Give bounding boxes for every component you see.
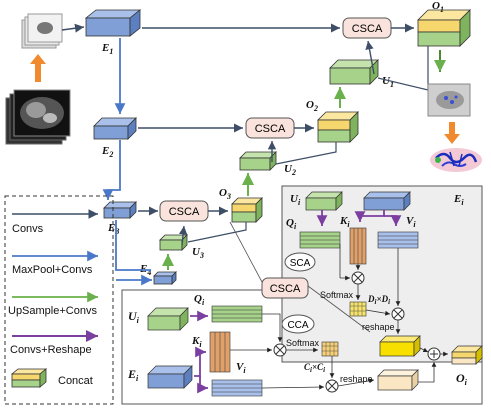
cca-multiply-1 [273, 343, 287, 357]
svg-text:CSCA: CSCA [255, 123, 286, 135]
sca-panel [281, 185, 483, 363]
svg-text:CSCA: CSCA [352, 23, 383, 35]
legend-concat-label: Concat [58, 375, 93, 387]
csca-box-2: CSCA [245, 117, 295, 139]
zoom-line [229, 221, 263, 283]
cca-k-matrix [209, 331, 231, 373]
label-e2: E2 [101, 145, 113, 159]
sca-q-matrix [299, 231, 341, 249]
sca-u-block [305, 191, 343, 211]
legend-reshape-label: Convs+Reshape [10, 344, 92, 356]
cca-label-u: Ui [128, 309, 140, 325]
sca-ellipse-label: SCA [284, 252, 316, 272]
vessel-3d-render [430, 148, 482, 172]
sca-label-u: Ui [290, 193, 301, 207]
encoder-block-e3 [103, 201, 137, 219]
output-block-o2 [317, 111, 359, 143]
output-block-o3 [231, 197, 263, 223]
encoder-block-e4 [153, 271, 177, 285]
sca-dxd-label: Di×Di [367, 294, 390, 306]
cca-q-matrix [211, 305, 263, 323]
label-o1: O1 [432, 0, 444, 14]
csca-detail-title: CSCA [261, 277, 309, 299]
cca-cxc-grid [321, 341, 339, 357]
cca-u-block [147, 307, 189, 331]
legend-convs-label: Convs [12, 223, 44, 235]
legend-upsample-label: UpSample+Convs [8, 305, 97, 317]
label-e4: E4 [139, 263, 151, 277]
sca-v-matrix [377, 231, 419, 249]
sca-softmax: Softmax [320, 290, 354, 300]
cca-v-matrix [211, 379, 263, 397]
cca-label-k: Ki [191, 335, 202, 349]
upsample-block-u1 [329, 59, 379, 85]
encoder-block-e2 [93, 117, 137, 140]
cca-label-v: Vi [236, 361, 246, 375]
sca-e-block [363, 191, 411, 211]
label-u2: U2 [284, 163, 296, 177]
sca-label-v: Vi [406, 215, 416, 229]
upsample-block-u3 [159, 234, 188, 251]
cca-reshape: reshape [340, 374, 373, 384]
input-slice-image [21, 13, 63, 49]
legend-maxpool-label: MaxPool+Convs [12, 264, 93, 276]
csca-box-1: CSCA [342, 17, 392, 39]
cca-multiply-2 [325, 379, 339, 393]
sca-multiply-2 [391, 307, 405, 321]
sca-dxd-grid [349, 301, 367, 317]
svg-text:SCA: SCA [290, 258, 311, 269]
legend-concat-icon [10, 368, 48, 388]
label-e1: E1 [101, 42, 113, 56]
sca-label-q: Qi [286, 217, 297, 231]
sca-label-e: Ei [453, 193, 464, 207]
sca-label-k: Ki [339, 215, 350, 229]
upsample-block-u2 [239, 151, 277, 171]
sca-k-matrix [349, 227, 367, 265]
output-block-o1 [417, 9, 471, 47]
ct-stack-image [5, 89, 71, 145]
label-u1: U1 [382, 75, 394, 89]
cca-ellipse-label: CCA [281, 314, 315, 334]
svg-text:CSCA: CSCA [270, 283, 301, 295]
cca-cxc-label: Ci×Ci [304, 362, 325, 374]
svg-text:CSCA: CSCA [169, 206, 200, 218]
sca-reshape: reshape [362, 322, 395, 332]
cca-label-e: Ei [127, 367, 139, 383]
cca-softmax: Softmax [286, 338, 320, 348]
cca-label-q: Qi [194, 293, 205, 307]
segmentation-output-image [427, 83, 471, 117]
label-u3: U3 [192, 246, 204, 260]
final-output-label: Oi [456, 371, 468, 387]
svg-text:CCA: CCA [287, 320, 308, 331]
csca-box-3: CSCA [159, 200, 209, 222]
final-output-oi-block [451, 345, 483, 365]
add-circle [427, 347, 441, 361]
cca-e-block [147, 365, 193, 389]
cca-output-block [377, 369, 419, 391]
label-o3: O3 [219, 187, 231, 201]
label-o2: O2 [306, 99, 318, 113]
sca-output-block [379, 335, 421, 357]
encoder-block-e1 [84, 9, 142, 37]
sca-multiply-1 [351, 271, 365, 285]
legend-box [4, 195, 114, 405]
